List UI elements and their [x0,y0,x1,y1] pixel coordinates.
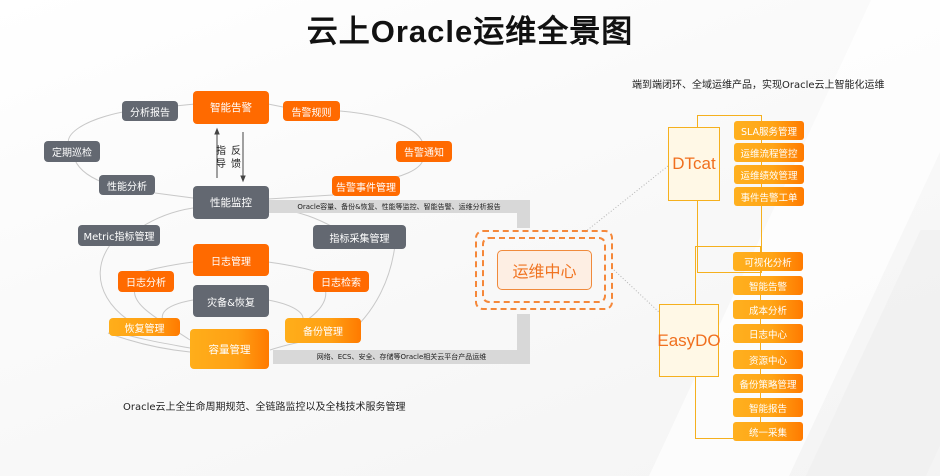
dtcat-feature[interactable]: 事件告警工单 [734,187,804,206]
center-outer-frame [475,230,613,310]
bottom-band-rise [517,314,530,350]
node-log-analysis[interactable]: 日志分析 [118,271,174,292]
connector-line [174,103,196,107]
node-perf-monitor[interactable]: 性能监控 [193,186,269,219]
connector-line [267,103,284,108]
node-log-mgmt[interactable]: 日志管理 [193,244,269,276]
node-recovery-mgmt[interactable]: 恢复管理 [109,318,180,336]
bottom-band: 网络、ECS、安全、存储等Oracle相关云平台产品运维 [273,350,530,364]
node-metric-collect[interactable]: 指标采集管理 [313,225,406,249]
guide-label: 指 导 [215,145,227,171]
connector-line [267,194,334,200]
top-band: Oracle容量、备份&恢复、性能等监控、智能告警、运维分析报告 [268,200,530,213]
easydo-feature[interactable]: 备份策略管理 [733,374,803,393]
guide-arrowhead [214,127,220,135]
feedback-label: 反 馈 [230,145,242,171]
node-alert-notify[interactable]: 告警通知 [396,141,452,162]
connector-arc [139,207,194,229]
right-subtitle: 端到端闭环、全域运维产品，实现Oracle云上智能化运维 [632,80,885,91]
product-easydo[interactable]: EasyDO [657,304,721,377]
dtcat-feature[interactable]: 运维流程管控 [734,143,804,162]
node-perf-analysis[interactable]: 性能分析 [99,175,155,195]
dtcat-feature[interactable]: SLA服务管理 [734,121,804,140]
node-alert-rule[interactable]: 告警规则 [283,101,340,121]
node-analysis-report[interactable]: 分析报告 [122,101,178,121]
orbit-ellipse [107,332,191,353]
product-dtcat[interactable]: DTcat [668,127,720,201]
ops-center[interactable]: 运维中心 [497,250,592,290]
easydo-feature[interactable]: 智能告警 [733,276,803,295]
easydo-feature[interactable]: 统一采集 [733,422,803,441]
node-periodic-inspection[interactable]: 定期巡检 [44,141,100,162]
bottom-caption: Oracle云上全生命周期规范、全链路监控以及全栈技术服务管理 [123,402,406,413]
node-capacity-mgmt[interactable]: 容量管理 [190,329,269,369]
feedback-char: 反 [231,146,241,157]
connector-line [154,192,194,199]
dtcat-feature[interactable]: 运维绩效管理 [734,165,804,184]
easydo-feature[interactable]: 资源中心 [733,350,803,369]
easydo-feature[interactable]: 智能报告 [733,398,803,417]
easydo-feature[interactable]: 成本分析 [733,300,803,319]
dotted-connector [613,269,661,314]
guide-char: 指 [216,146,226,157]
feedback-char: 馈 [231,159,241,170]
node-dr-recovery[interactable]: 灾备&恢复 [193,285,269,317]
feedback-arrowhead [240,175,246,183]
node-log-search[interactable]: 日志检索 [313,271,369,292]
easydo-feature[interactable]: 日志中心 [733,324,803,343]
guide-char: 导 [216,159,226,170]
node-smart-alert[interactable]: 智能告警 [193,91,269,124]
dotted-connector [584,165,669,233]
easydo-feature[interactable]: 可视化分析 [733,252,803,271]
node-backup-mgmt[interactable]: 备份管理 [285,318,361,343]
center-inner-frame [482,237,606,303]
page-title: 云上Oracle运维全景图 [306,14,634,49]
node-metric-mgmt[interactable]: Metric指标管理 [78,225,160,246]
top-band-drop [517,213,530,228]
node-alert-event-mgmt[interactable]: 告警事件管理 [332,176,400,196]
